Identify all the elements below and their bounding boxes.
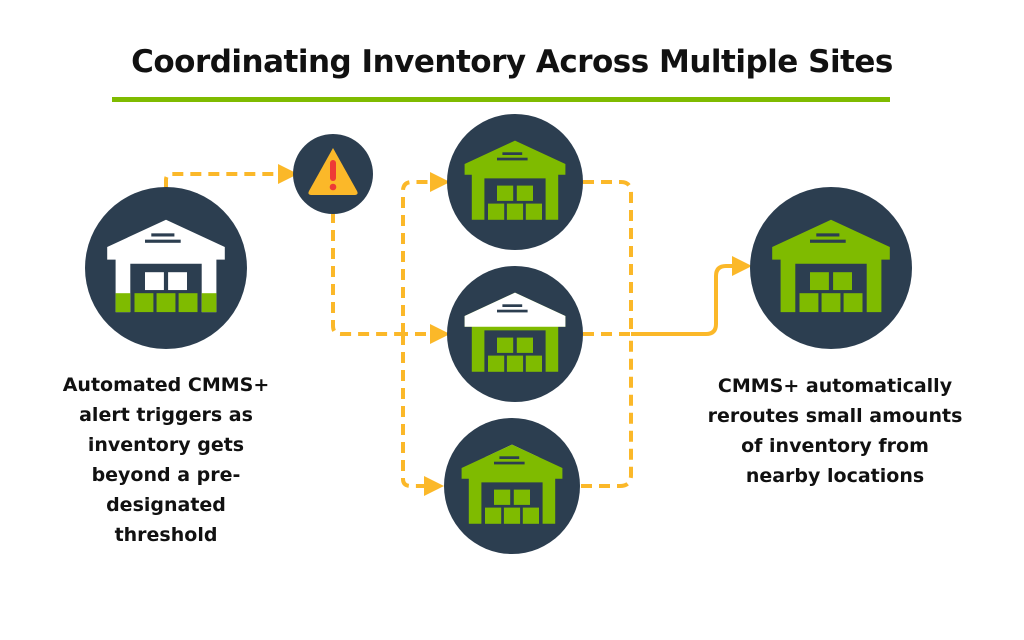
warehouse-full-icon — [464, 140, 566, 220]
connector-alert-down — [331, 212, 397, 336]
diagram-title: Coordinating Inventory Across Multiple S… — [131, 44, 893, 80]
connector-from-site-3 — [581, 334, 633, 488]
nearby-site-3-node — [444, 418, 580, 554]
connector-merge-to-destination — [631, 256, 752, 336]
caption-alert-trigger: Automated CMMS+ alert triggers as invent… — [48, 370, 284, 550]
destination-warehouse-node — [750, 187, 912, 349]
source-warehouse-node — [85, 187, 247, 349]
caption-line: alert triggers as — [79, 404, 253, 426]
warehouse-partial-icon — [464, 292, 566, 372]
nearby-site-1-node — [447, 114, 583, 250]
caption-line: CMMS+ automatically — [717, 375, 953, 397]
caption-line: of inventory from — [741, 435, 929, 457]
caption-line: threshold — [114, 524, 218, 546]
warehouse-low-stock-icon — [107, 219, 225, 313]
connector-source-to-alert — [164, 164, 298, 188]
caption-line: inventory gets — [87, 434, 245, 456]
caption-line: reroutes small amounts — [707, 405, 963, 427]
warning-triangle-icon — [308, 148, 358, 195]
caption-line: designated — [106, 494, 226, 516]
connectors — [164, 164, 633, 496]
caption-line: nearby locations — [745, 465, 925, 487]
caption-reroute: CMMS+ automatically reroutes small amoun… — [690, 371, 980, 491]
warehouse-restocked-icon — [772, 219, 890, 313]
connector-to-site-1 — [401, 172, 450, 334]
title-underline — [112, 97, 890, 102]
connector-from-site-1 — [583, 180, 633, 334]
nearby-site-2-node — [447, 266, 583, 402]
caption-line: Automated CMMS+ — [62, 374, 270, 396]
alert-node — [293, 134, 373, 214]
connector-to-site-3 — [401, 334, 444, 496]
warehouse-full-icon — [461, 444, 563, 524]
caption-line: beyond a pre- — [91, 464, 241, 486]
